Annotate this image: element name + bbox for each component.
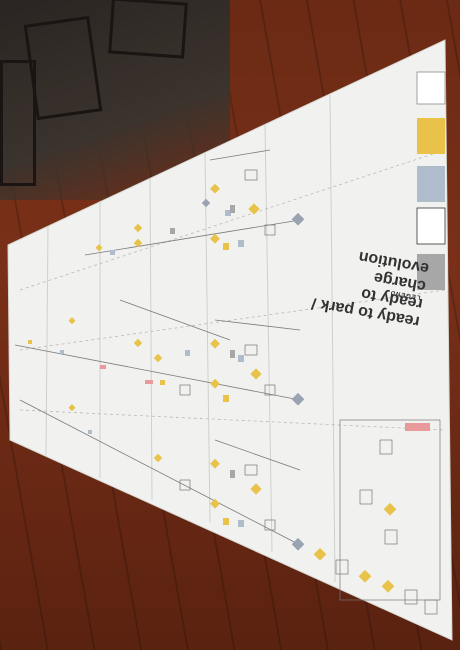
chair: [0, 60, 36, 186]
legend-swatches: [416, 71, 446, 290]
